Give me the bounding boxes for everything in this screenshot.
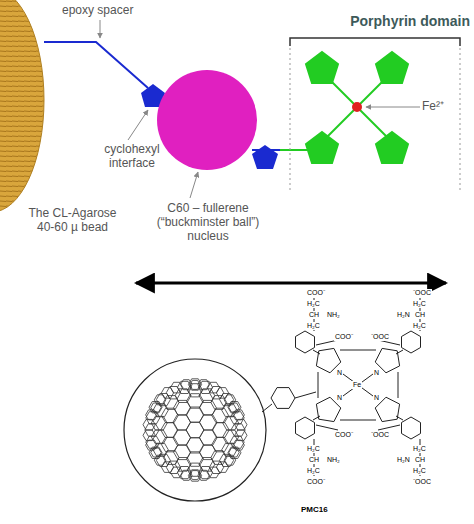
leader-line (366, 107, 420, 108)
dotted-guide (460, 48, 461, 190)
agarose-bead (0, 0, 44, 212)
atom-label: N (373, 394, 380, 402)
atom-label: COO⁻ (334, 333, 354, 341)
atom-label: CH (308, 456, 320, 464)
cyclohexyl-pentagon (252, 145, 278, 169)
leader-line (100, 20, 101, 38)
atom-label: H₂C (306, 322, 321, 330)
atom-label: CH (414, 456, 426, 464)
dotted-guide (290, 48, 291, 190)
fullerene-cage (143, 379, 247, 481)
atom-label: N (336, 369, 343, 377)
atom-label: H₂N (396, 456, 411, 464)
compound-name: PMC16 (300, 506, 329, 514)
atom-label: COO⁻ (306, 478, 326, 486)
fullerene-label: C60 – fullerene (“buckminster ball”) nuc… (148, 201, 268, 243)
atom-label: H₂C (306, 467, 321, 475)
atom-label: NH₂ (326, 456, 341, 464)
leader-line (190, 172, 198, 198)
c60-sphere (157, 70, 257, 170)
atom-label: H₂C (412, 467, 427, 475)
atom-label: COO⁻ (306, 289, 326, 297)
porphyrin-structure (262, 298, 421, 476)
atom-label: H₂C (412, 322, 427, 330)
atom-label: NH₂ (326, 311, 341, 319)
atom-label: ⁻OOC (412, 478, 432, 486)
atom-label: H₂C (306, 300, 321, 308)
fullerene-outline (124, 359, 266, 501)
epoxy-spacer (44, 42, 148, 88)
atom-label: H₂C (412, 445, 427, 453)
iron-dot (352, 102, 362, 112)
iron-label: Fe²⁺ (422, 99, 444, 113)
atom-label: H₂C (306, 445, 321, 453)
atom-label: COO⁻ (334, 431, 354, 439)
domain-label: Porphyrin domain (350, 14, 470, 28)
atom-label: ⁻OOC (370, 431, 390, 439)
atom-label: N (373, 369, 380, 377)
bead-label: The CL-Agarose 40-60 µ bead (20, 206, 125, 234)
leader-line (128, 110, 148, 140)
interface-label: cyclohexyl interface (92, 142, 172, 170)
atom-label: N (336, 394, 343, 402)
atom-label: H₂C (412, 300, 427, 308)
spacer-label: epoxy spacer (62, 3, 133, 17)
atom-label: CH (414, 311, 426, 319)
atom-label: CH (308, 311, 320, 319)
domain-bracket (290, 38, 460, 46)
atom-label: H₂N (396, 311, 411, 319)
atom-label: Fe (352, 381, 362, 389)
span-arrow (136, 282, 446, 285)
atom-label: ⁻OOC (370, 333, 390, 341)
atom-label: ⁻OOC (412, 289, 432, 297)
